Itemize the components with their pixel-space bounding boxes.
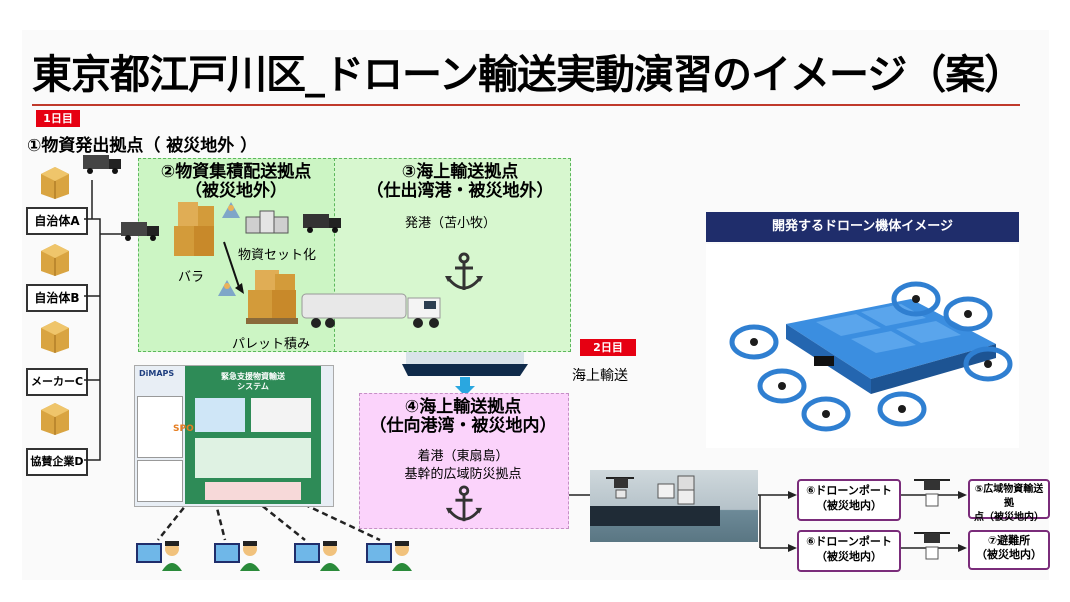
system-heading: 緊急支援物資輸送 システム [195, 372, 311, 392]
pallet-icon [245, 268, 299, 330]
flow-arrow [223, 241, 244, 294]
box-icon [38, 318, 72, 358]
ship-hull [590, 506, 720, 526]
ship-icon [402, 350, 528, 382]
system-heading-line1: 緊急支援物資輸送 [221, 372, 285, 381]
destination-shelter-line2: （被災地内） [976, 548, 1042, 561]
supplier-c: メーカーC [26, 368, 88, 396]
site3-title-line2: （仕出湾港・被災地外） [366, 181, 554, 201]
port-photo [590, 470, 758, 542]
site1-title: ①物資発出拠点（ 被災地外 ） [27, 136, 258, 156]
operator-icon [134, 537, 184, 577]
day1-badge: 1日目 [36, 110, 80, 127]
box-icon [38, 241, 72, 281]
drone-port-1-line1: ⑥ドローンポート [806, 484, 892, 497]
drone-port-2-line2: （被災地内） [816, 550, 882, 563]
drone-image-header: 開発するドローン機体イメージ [706, 212, 1019, 242]
truck-icon [302, 212, 344, 238]
screen-thumbnail [251, 398, 311, 432]
pallet-label: パレット積み [232, 337, 311, 352]
drone-render [706, 244, 1019, 448]
screen-thumbnail [195, 398, 245, 432]
site3-title: ③海上輸送拠点 （仕出湾港・被災地外） [355, 163, 565, 201]
page-title: 東京都江戸川区_ドローン輸送実動演習のイメージ（案） [32, 52, 1024, 98]
operator-icon [212, 537, 262, 577]
site2-title-line1: ②物資集積配送拠点 [160, 162, 312, 182]
screen-thumbnail [137, 460, 183, 502]
screen-thumbnail [195, 438, 311, 478]
pallet-jack-icon [216, 278, 238, 302]
arrival-port: 着港（東扇島） 基幹的広域防災拠点 [361, 448, 565, 484]
box-icon [38, 400, 72, 440]
arrival-port-line2: 基幹的広域防災拠点 [404, 467, 522, 482]
destination-hub-line1: ⑤広域物資輸送拠 [974, 484, 1044, 509]
system-logo: DiMAPS [139, 369, 175, 378]
drone-port-2-line1: ⑥ドローンポート [806, 535, 892, 548]
delivery-drone-icon [910, 527, 954, 571]
site2-title: ②物資集積配送拠点 （被災地外） [140, 163, 332, 201]
system-panel: DiMAPS 緊急支援物資輸送 システム SPO [134, 365, 334, 507]
screen-thumbnail [137, 396, 183, 458]
day2-badge: 2日目 [580, 339, 636, 356]
sea-transport-label: 海上輸送 [572, 368, 628, 384]
system-badge: SPO [173, 424, 194, 434]
system-heading-line2: システム [237, 382, 269, 391]
title-underline [32, 104, 1020, 106]
site4-title-line1: ④海上輸送拠点 [404, 397, 522, 417]
screen-thumbnail [205, 482, 301, 500]
anchor-icon [444, 485, 484, 529]
site3-title-line1: ③海上輸送拠点 [401, 162, 519, 182]
supplier-a: 自治体A [26, 207, 88, 235]
arrival-port-line1: 着港（東扇島） [417, 449, 509, 464]
site4-title-line2: （仕向港湾・被災地内） [369, 416, 557, 436]
box-icon [38, 164, 72, 204]
site3-zone [334, 158, 571, 352]
anchor-icon [444, 252, 484, 298]
destination-shelter-line1: ⑦避難所 [987, 534, 1031, 547]
site2-zone [138, 158, 336, 352]
truck-icon [120, 220, 162, 246]
destination-logistics-hub: ⑤広域物資輸送拠 点（被災地内） [968, 479, 1050, 523]
pallet-jack-icon [220, 200, 242, 224]
site2-title-line2: （被災地外） [185, 181, 287, 201]
operator-icon [364, 537, 414, 577]
system-screen: 緊急支援物資輸送 システム [185, 366, 321, 504]
delivery-drone-icon [910, 474, 954, 518]
operator-icon [292, 537, 342, 577]
supplier-d: 協賛企業D [26, 448, 88, 476]
destination-shelter: ⑦避難所 （被災地内） [968, 530, 1050, 570]
drone-port-1-line2: （被災地内） [816, 499, 882, 512]
supplier-b: 自治体B [26, 284, 88, 312]
drone-port-2: ⑥ドローンポート （被災地内） [797, 530, 901, 572]
destination-hub-line2: 点（被災地内） [974, 512, 1044, 523]
departure-port: 発港（苫小牧） [405, 216, 497, 231]
package-set-icon [244, 207, 290, 241]
set-label: 物資セット化 [238, 248, 317, 263]
drone-port-1: ⑥ドローンポート （被災地内） [797, 479, 901, 521]
bulk-label: バラ [178, 270, 205, 285]
drone-icon [606, 475, 695, 505]
truck-icon [82, 153, 124, 179]
site4-title: ④海上輸送拠点 （仕向港湾・被災地内） [361, 398, 565, 436]
trailer-truck-icon [300, 290, 446, 334]
box-stack-icon [172, 198, 218, 264]
